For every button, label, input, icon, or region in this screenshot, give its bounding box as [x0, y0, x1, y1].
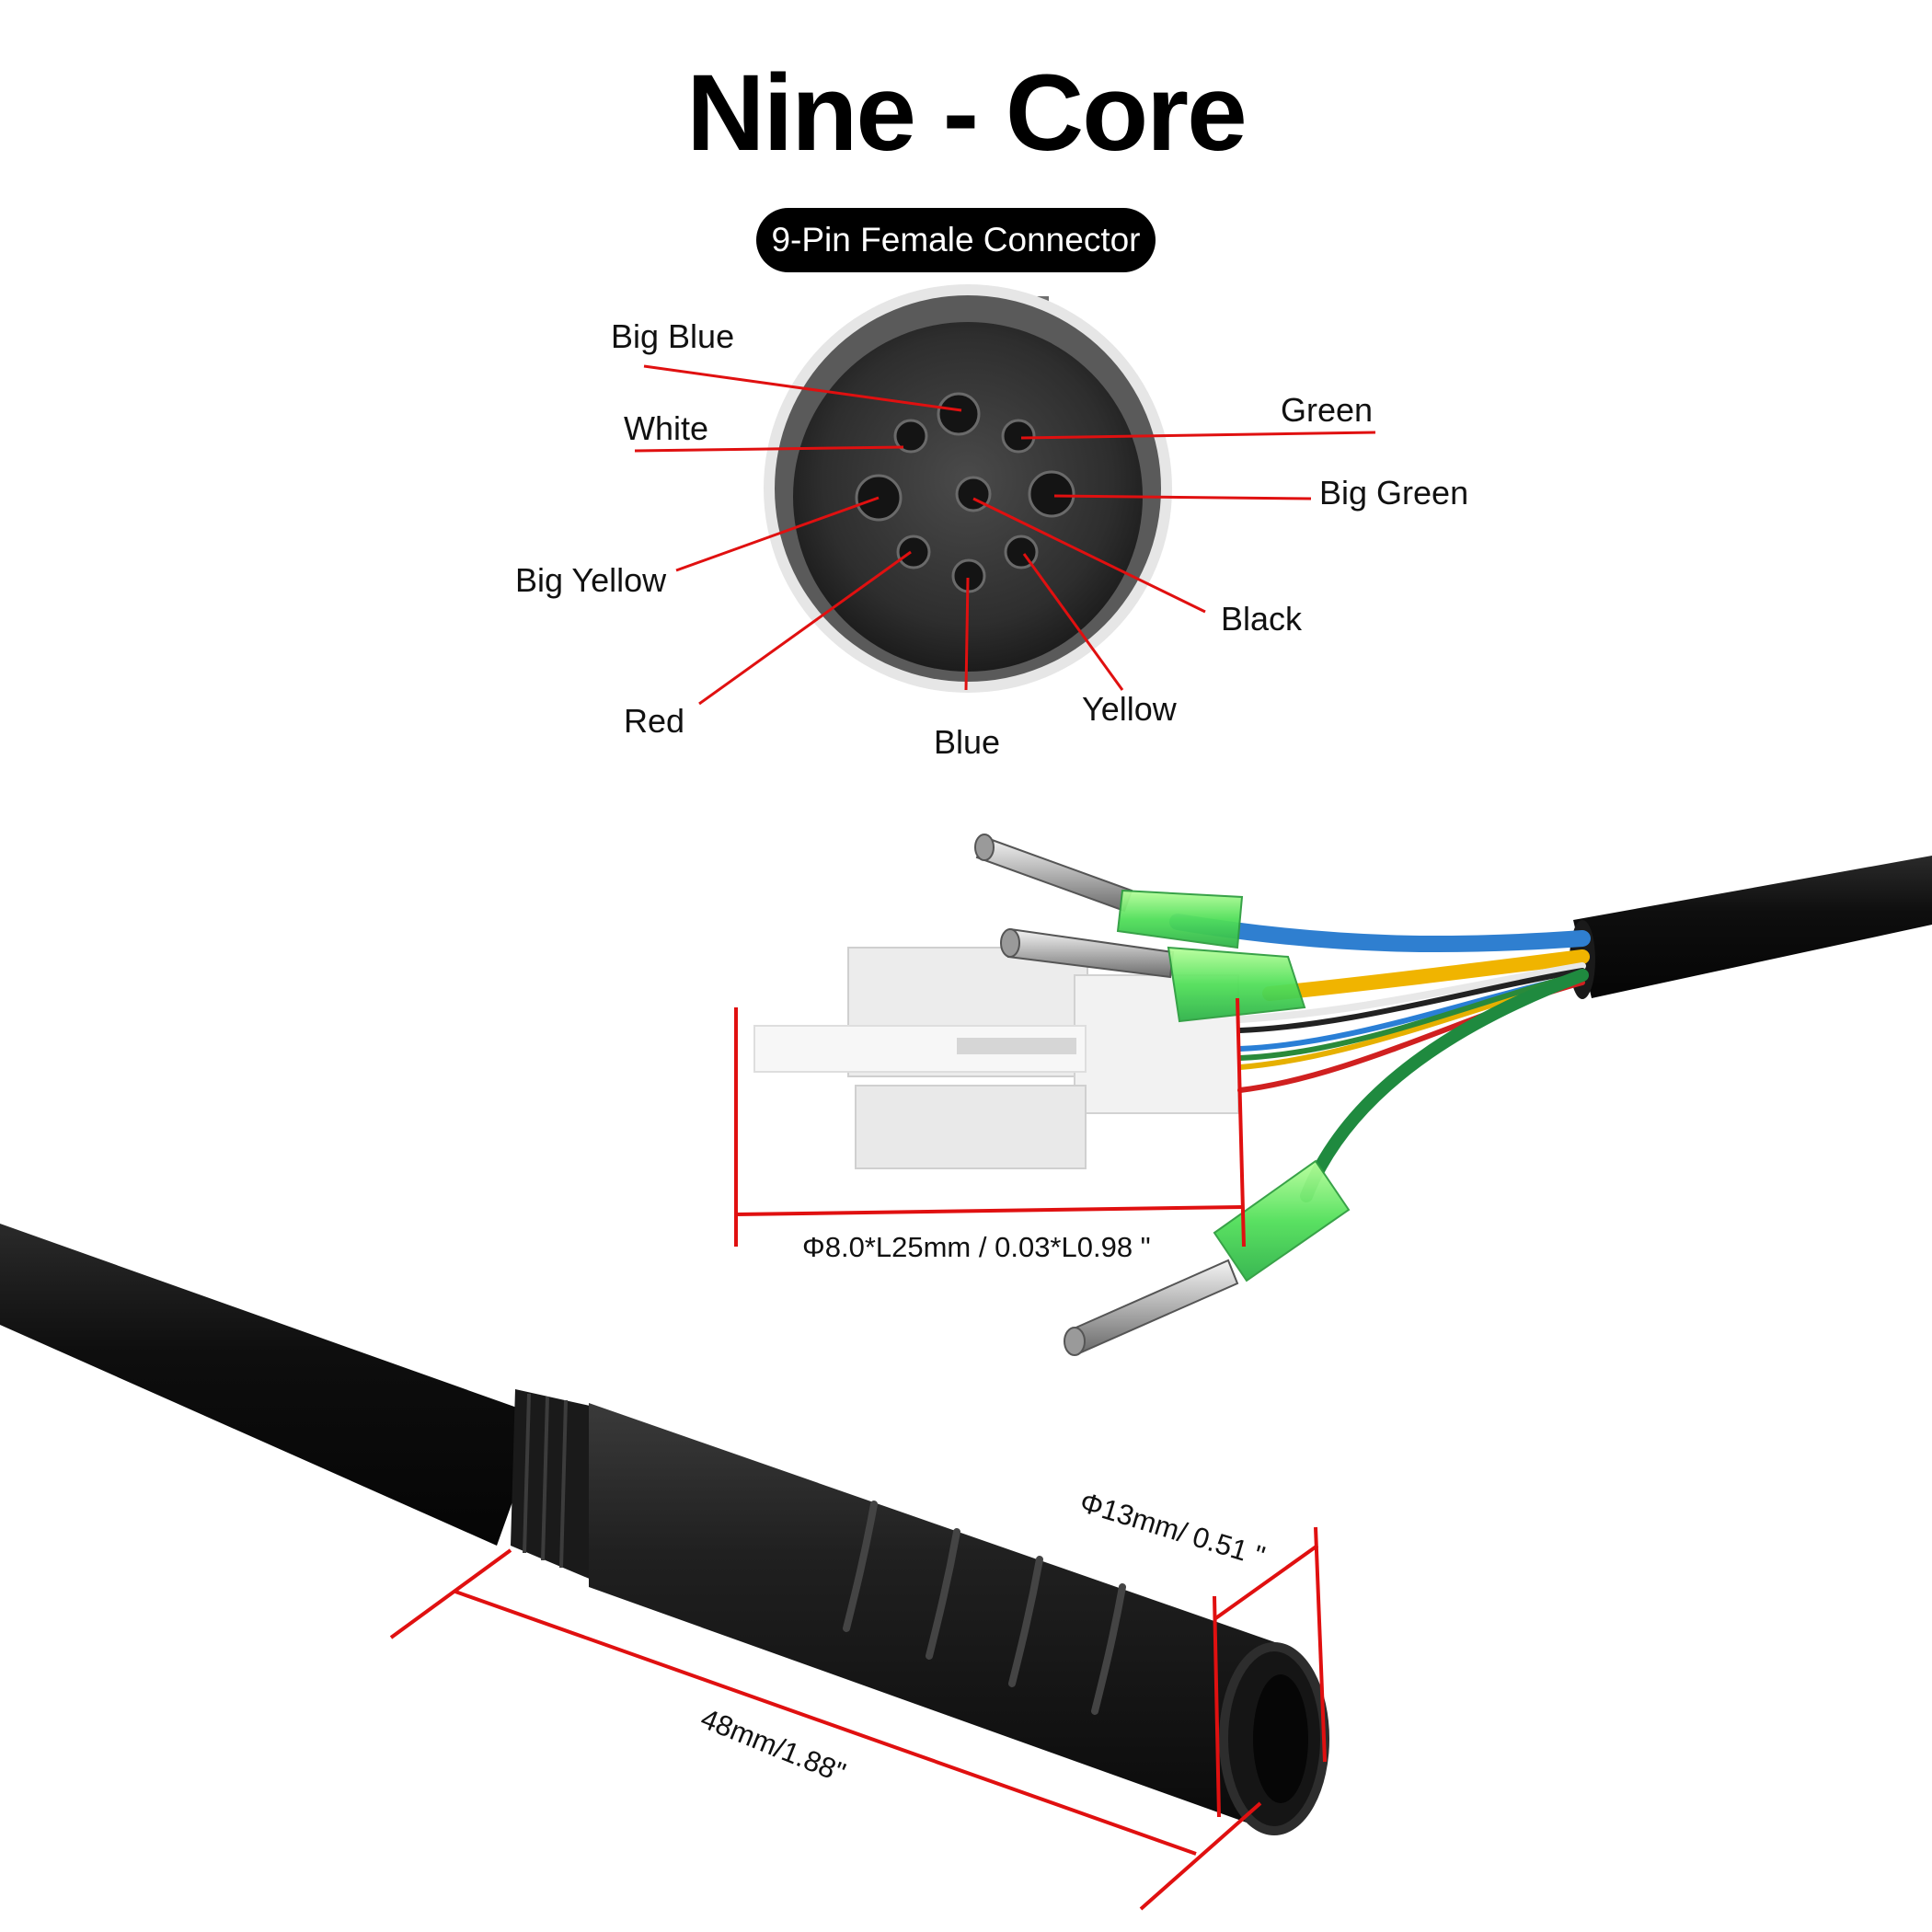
- cable-left: [0, 1224, 543, 1546]
- pin-hole-green: [1001, 419, 1036, 454]
- leader-white: [634, 445, 904, 453]
- terminal-bottom: [1064, 1159, 1351, 1356]
- wire-big-yellow: [1262, 949, 1590, 1001]
- pin-hole-red: [896, 535, 931, 569]
- cable-right: [1573, 856, 1932, 998]
- leader-red: [698, 550, 912, 706]
- terminal-dimension-label: Φ8.0*L25mm / 0.03*L0.98 ": [802, 1231, 1151, 1263]
- pin-hole-big-blue: [937, 392, 981, 436]
- leader-black: [972, 497, 1206, 614]
- pin-label-blue: Blue: [934, 723, 1001, 761]
- pin-label-big-green: Big Green: [1319, 474, 1469, 512]
- leader-big-green: [1053, 494, 1312, 500]
- pin-label-big-yellow: Big Yellow: [515, 561, 667, 599]
- page-title: Nine - Core: [686, 52, 1247, 174]
- connector-face: [764, 284, 1172, 693]
- leader-yellow: [1022, 553, 1124, 691]
- pin-label-red: Red: [624, 702, 685, 740]
- pin-label-black: Black: [1221, 600, 1303, 638]
- pin-hole-big-green: [1028, 470, 1075, 518]
- pin-leader-lines: [634, 364, 1376, 706]
- pin-label-green: Green: [1281, 391, 1374, 429]
- leader-green: [1020, 431, 1376, 440]
- wire-black: [1237, 968, 1585, 1033]
- connector-dimension-lines: [389, 1526, 1327, 1911]
- wire-green: [1237, 971, 1585, 1061]
- terminal-top: [974, 834, 1244, 949]
- wire-white: [1236, 962, 1586, 1023]
- pin-label-big-blue: Big Blue: [611, 317, 735, 355]
- connector-badge: 9-Pin Female Connector: [756, 208, 1156, 272]
- leader-blue: [964, 577, 970, 691]
- pin-label-white: White: [624, 409, 709, 447]
- terminal-dimension-lines: [734, 997, 1246, 1248]
- terminal-middle: [1000, 927, 1306, 1023]
- pin-label-yellow: Yellow: [1082, 690, 1177, 728]
- large-connector: [0, 1224, 1329, 1835]
- white-housing-bottom: [855, 1085, 1087, 1169]
- leader-big-blue: [643, 364, 962, 412]
- pin-hole-white: [893, 419, 928, 454]
- wire-harness: [734, 834, 1932, 1356]
- leader-big-yellow: [675, 496, 880, 572]
- wire-big-green: [1300, 969, 1589, 1202]
